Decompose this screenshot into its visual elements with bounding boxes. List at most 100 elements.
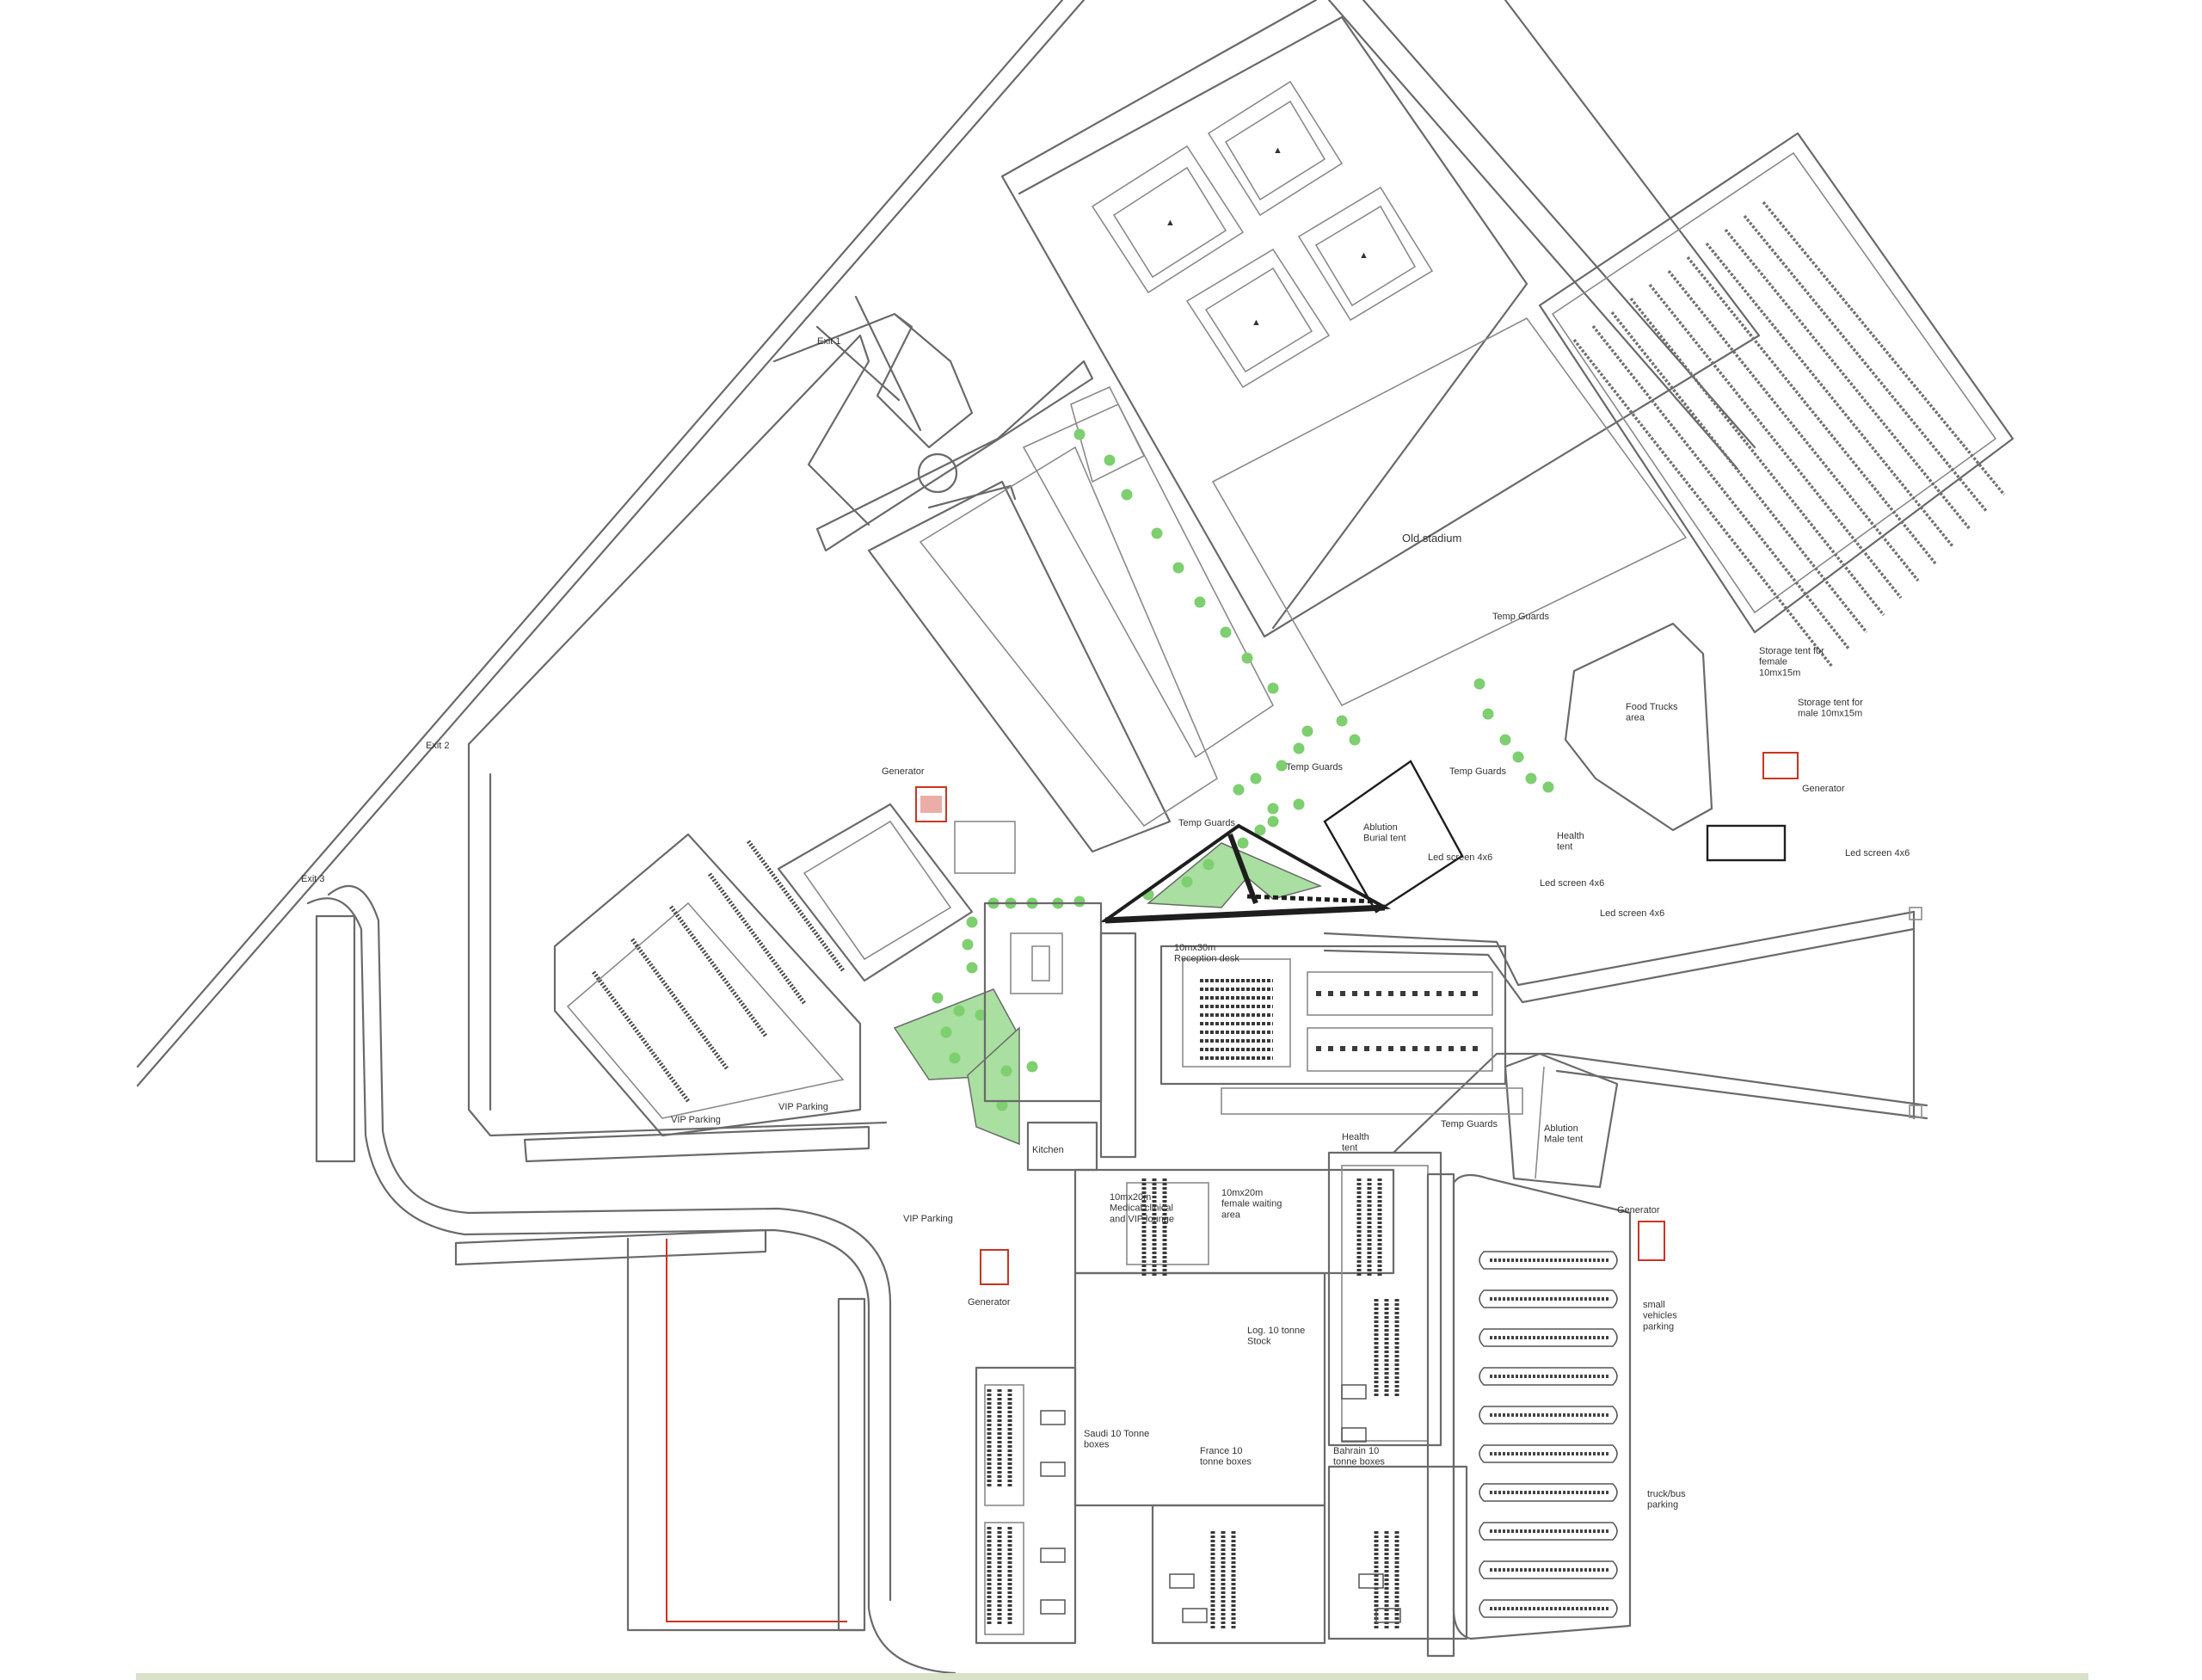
generator-1-marker bbox=[915, 786, 947, 822]
bottom-band bbox=[136, 1673, 2088, 1680]
parking-row bbox=[1479, 1328, 1618, 1347]
right-funnel-roads bbox=[1323, 907, 1928, 1154]
tent-marker-4: ▲ bbox=[1359, 250, 1369, 261]
site-boundary bbox=[136, 0, 1756, 1675]
vip-parking-1-label: VIP Parking bbox=[671, 1115, 721, 1125]
tent-marker-2: ▲ bbox=[1273, 145, 1282, 156]
parking-row bbox=[1479, 1599, 1618, 1618]
parking-row bbox=[668, 905, 768, 1037]
tree-markers bbox=[932, 428, 1554, 1111]
box bbox=[1169, 1573, 1195, 1589]
generators: Generator Generator Generator Generator bbox=[882, 752, 1845, 1308]
parking-row bbox=[1686, 255, 1937, 565]
tent-marker-3: ▲ bbox=[1252, 317, 1261, 328]
vip-parking-2-label: VIP Parking bbox=[778, 1102, 828, 1112]
tree-icon bbox=[1104, 454, 1116, 466]
tree-icon bbox=[953, 1005, 965, 1017]
seat bbox=[1449, 1046, 1454, 1051]
seat bbox=[1352, 991, 1357, 996]
seat bbox=[1376, 1046, 1381, 1051]
parking-row bbox=[1479, 1483, 1618, 1502]
tree-icon bbox=[1237, 837, 1249, 849]
exit-2-label: Exit 2 bbox=[426, 741, 450, 751]
tree-icon bbox=[1181, 876, 1193, 888]
seat bbox=[1461, 991, 1466, 996]
seat bbox=[1328, 991, 1333, 996]
tree-icon bbox=[1301, 725, 1313, 737]
west-parking-rows bbox=[591, 840, 846, 1103]
tree-icon bbox=[1073, 895, 1086, 908]
old-stadium-label: Old stadium bbox=[1402, 532, 1461, 545]
kitchen-label: Kitchen bbox=[1032, 1145, 1064, 1155]
generator-2-marker bbox=[980, 1249, 1009, 1285]
generator-2-label: Generator bbox=[968, 1297, 1011, 1308]
ablution-triangle bbox=[1099, 823, 1392, 924]
tent-box-rows bbox=[987, 1178, 1401, 1630]
seat bbox=[1473, 991, 1478, 996]
vip-parking-3-label: VIP Parking bbox=[903, 1214, 953, 1224]
generator-4-marker bbox=[1638, 1221, 1665, 1261]
box bbox=[1341, 1427, 1367, 1443]
tree-icon bbox=[1233, 784, 1245, 796]
temp-guards-4-label: Temp Guards bbox=[1492, 612, 1550, 622]
tree-icon bbox=[1000, 1065, 1012, 1077]
seat bbox=[1316, 991, 1321, 996]
seat bbox=[1412, 1046, 1418, 1051]
tree-icon bbox=[1482, 708, 1494, 720]
red-boundary bbox=[626, 1237, 866, 1632]
misc-labels: Temp Guards Temp Guards Temp Guards Temp… bbox=[301, 336, 1910, 1224]
tree-icon bbox=[1276, 760, 1288, 772]
parking-row bbox=[1705, 242, 1954, 548]
parking-row bbox=[1610, 311, 1868, 634]
tree-icon bbox=[932, 992, 944, 1004]
box bbox=[1040, 1548, 1066, 1563]
exit-1-label: Exit 1 bbox=[817, 336, 841, 347]
east-parking-rows bbox=[1572, 200, 2006, 668]
temp-guards-1-label: Temp Guards bbox=[1178, 818, 1236, 828]
box bbox=[1375, 1608, 1401, 1623]
box bbox=[1341, 1384, 1367, 1400]
east-parking bbox=[1538, 132, 2014, 668]
central-strips bbox=[867, 385, 1275, 853]
box bbox=[1040, 1599, 1066, 1615]
tree-icon bbox=[1073, 428, 1086, 440]
tree-icon bbox=[996, 1099, 1008, 1111]
temp-guards-2-label: Temp Guards bbox=[1286, 762, 1344, 772]
parking-row bbox=[591, 970, 691, 1103]
tree-icon bbox=[1241, 652, 1253, 664]
seat bbox=[1461, 1046, 1466, 1051]
tree-icon bbox=[1220, 626, 1232, 638]
seat bbox=[1328, 1046, 1333, 1051]
temp-guards-3-label: Temp Guards bbox=[1449, 766, 1507, 777]
seat bbox=[1424, 1046, 1430, 1051]
west-entry-roads bbox=[772, 295, 1094, 552]
tree-icon bbox=[1267, 682, 1279, 694]
parking-row bbox=[1648, 283, 1903, 600]
seat bbox=[1316, 1046, 1321, 1051]
tree-icon bbox=[1512, 751, 1524, 763]
tree-icon bbox=[1267, 815, 1279, 828]
tree-icon bbox=[1293, 798, 1305, 810]
green-areas bbox=[893, 842, 1323, 1146]
parking-row bbox=[707, 872, 807, 1005]
temp-guards-5-label: Temp Guards bbox=[1441, 1119, 1498, 1129]
tree-icon bbox=[1349, 734, 1361, 746]
exit-3-label: Exit 3 bbox=[301, 874, 325, 884]
led-screen-3-label: Led screen 4x6 bbox=[1845, 848, 1910, 858]
parking-row bbox=[1479, 1406, 1618, 1425]
tent-marker-1: ▲ bbox=[1166, 218, 1175, 228]
seat bbox=[1388, 991, 1393, 996]
seat bbox=[1436, 1046, 1442, 1051]
